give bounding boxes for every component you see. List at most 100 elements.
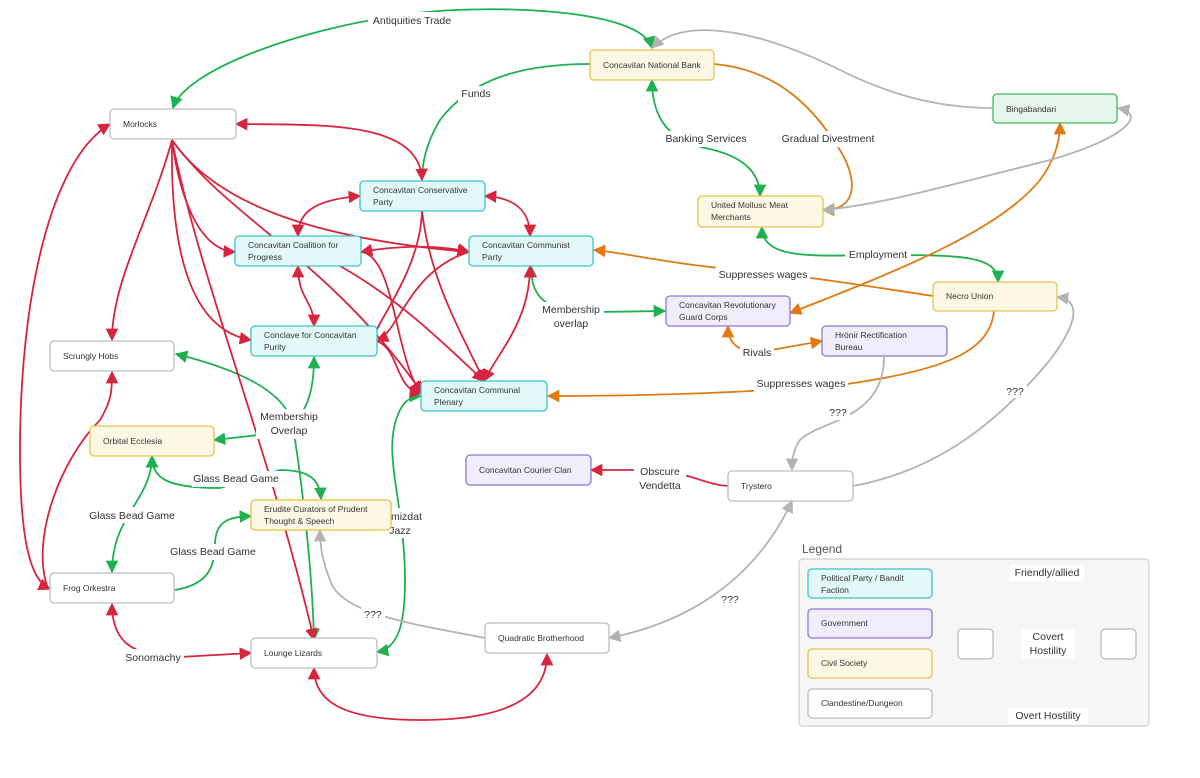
svg-text:Funds: Funds — [461, 88, 490, 100]
svg-text:Merchants: Merchants — [711, 212, 751, 222]
edge-morlocks-coalition — [171, 139, 237, 258]
svg-text:Frog Orkestra: Frog Orkestra — [63, 583, 116, 593]
edge-morlocks-conservative — [234, 117, 428, 182]
svg-text:???: ??? — [1006, 386, 1024, 398]
edge-funds — [421, 63, 591, 181]
node-bingabandari[interactable]: Bingabandari — [992, 93, 1118, 124]
svg-text:Employment: Employment — [849, 249, 907, 261]
legend-title: Legend — [802, 542, 842, 556]
svg-text:Lounge Lizards: Lounge Lizards — [264, 648, 322, 658]
label-glass-bead-1: Glass Bead Game — [192, 471, 280, 487]
svg-text:Erudite Curators of Prudent: Erudite Curators of Prudent — [264, 504, 368, 514]
svg-text:Concavitan Communist: Concavitan Communist — [482, 240, 571, 250]
label-funds: Funds — [458, 86, 494, 102]
svg-text:Trystero: Trystero — [741, 481, 772, 491]
node-united-mollusc[interactable]: United Mollusc Meat Merchants — [697, 195, 824, 228]
svg-text:Civil Society: Civil Society — [821, 658, 868, 668]
node-trystero[interactable]: Trystero — [727, 470, 854, 502]
label-suppresses-wages-1: Suppresses wages — [716, 266, 810, 282]
node-conservative-party[interactable]: Concavitan Conservative Party — [359, 180, 486, 212]
edge-conservative-communist — [483, 190, 537, 238]
svg-text:???: ??? — [364, 609, 382, 621]
legend: Legend Political Party / Bandit Faction … — [798, 542, 1150, 727]
svg-text:Overt Hostility: Overt Hostility — [1015, 710, 1081, 722]
label-sonomachy: Sonomachy — [122, 649, 184, 665]
svg-text:Banking Services: Banking Services — [665, 133, 746, 145]
label-membership-overlap-1: Membership overlap — [538, 302, 604, 332]
svg-text:???: ??? — [829, 407, 847, 419]
edge-conservative-conclave — [365, 210, 423, 347]
legend-label-overt: Overt Hostility — [1008, 708, 1088, 724]
svg-text:overlap: overlap — [554, 318, 589, 330]
svg-text:Concavitan Conservative: Concavitan Conservative — [373, 185, 468, 195]
svg-text:Conclave for Concavitan: Conclave for Concavitan — [264, 330, 357, 340]
svg-text:Jazz: Jazz — [389, 525, 411, 537]
edge-coalition-plenary — [339, 265, 485, 382]
label-gradual-divestment: Gradual Divestment — [778, 131, 878, 147]
svg-text:Bureau: Bureau — [835, 342, 863, 352]
node-quadratic-brotherhood[interactable]: Quadratic Brotherhood — [484, 622, 610, 654]
node-lounge-lizards[interactable]: Lounge Lizards — [250, 637, 378, 669]
svg-text:Concavitan National Bank: Concavitan National Bank — [603, 60, 702, 70]
label-banking-services: Banking Services — [662, 131, 750, 147]
node-national-bank[interactable]: Concavitan National Bank — [589, 49, 715, 81]
svg-text:Necro Union: Necro Union — [946, 291, 994, 301]
label-glass-bead-2: Glass Bead Game — [88, 507, 176, 523]
svg-text:Government: Government — [821, 618, 868, 628]
edge-banking-services — [645, 78, 767, 198]
svg-text:Plenary: Plenary — [434, 397, 464, 407]
svg-text:Friendly/allied: Friendly/allied — [1015, 567, 1080, 579]
node-courier-clan[interactable]: Concavitan Courier Clan — [465, 454, 592, 486]
svg-text:Concavitan Coalition for: Concavitan Coalition for — [248, 240, 338, 250]
svg-text:Vendetta: Vendetta — [639, 480, 681, 492]
svg-text:Overlap: Overlap — [271, 425, 308, 437]
node-necro-union[interactable]: Necro Union — [932, 281, 1058, 312]
svg-text:Morlocks: Morlocks — [123, 119, 157, 129]
edge-communist-conclave — [375, 251, 470, 342]
svg-text:Hrönir Rectification: Hrönir Rectification — [835, 330, 907, 340]
edge-quadratic-trystero — [607, 499, 793, 642]
svg-text:Party: Party — [373, 197, 394, 207]
edge-hronir-trystero — [785, 356, 885, 472]
edge-coalition-plenary-2 — [360, 251, 422, 394]
svg-text:Suppresses wages: Suppresses wages — [757, 378, 846, 390]
label-unknown-quadratic: ??? — [718, 593, 742, 607]
edge-morlocks-frog — [19, 123, 112, 591]
svg-text:Political Party / Bandit: Political Party / Bandit — [821, 573, 904, 583]
node-communal-plenary[interactable]: Concavitan Communal Plenary — [420, 380, 548, 412]
edge-samizdat-jazz — [375, 389, 423, 657]
legend-source-box — [957, 628, 994, 660]
svg-text:Thought & Speech: Thought & Speech — [264, 516, 335, 526]
label-unknown-hronir: ??? — [826, 406, 850, 420]
svg-text:Antiquities Trade: Antiquities Trade — [373, 15, 451, 27]
node-morlocks[interactable]: Morlocks — [109, 108, 237, 140]
node-frog-orkestra[interactable]: Frog Orkestra — [49, 572, 175, 604]
node-scrungly-hobs[interactable]: Scrungly Hobs — [49, 340, 175, 372]
node-hronir-bureau[interactable]: Hrönir Rectification Bureau — [821, 325, 948, 357]
legend-item-clandestine: Clandestine/Dungeon — [807, 688, 933, 719]
edge-morlocks-lounge — [171, 139, 318, 642]
node-coalition-for-progress[interactable]: Concavitan Coalition for Progress — [234, 235, 362, 267]
edge-coalition-conclave — [291, 264, 321, 328]
node-orbital-ecclesia[interactable]: Orbital Ecclesia — [89, 425, 215, 457]
svg-text:Suppresses wages: Suppresses wages — [719, 269, 808, 281]
label-unknown-erudite: ??? — [361, 607, 385, 621]
edge-trystero-necro — [852, 292, 1075, 487]
svg-text:Quadratic Brotherhood: Quadratic Brotherhood — [498, 633, 584, 643]
legend-item-party: Political Party / Bandit Faction — [807, 568, 933, 599]
edge-labels: Antiquities Trade Funds Banking Services… — [88, 12, 1027, 665]
svg-text:Purity: Purity — [264, 342, 286, 352]
label-obscure-vendetta: Obscure Vendetta — [634, 463, 686, 493]
label-glass-bead-3: Glass Bead Game — [169, 544, 257, 560]
node-communist-party[interactable]: Concavitan Communist Party — [468, 235, 594, 267]
node-erudite-curators-overlay: Erudite Curators of Prudent Thought & Sp… — [250, 499, 392, 531]
node-conclave-for-purity[interactable]: Conclave for Concavitan Purity — [250, 325, 378, 357]
svg-text:Party: Party — [482, 252, 503, 262]
svg-text:Membership: Membership — [260, 411, 318, 423]
node-revolutionary-guard[interactable]: Concavitan Revolutionary Guard Corps — [665, 295, 791, 327]
edge-morlocks-scrungly — [105, 139, 173, 342]
svg-text:Faction: Faction — [821, 585, 849, 595]
svg-text:Concavitan Courier Clan: Concavitan Courier Clan — [479, 465, 572, 475]
label-membership-overlap-2: Membership Overlap — [256, 409, 322, 439]
